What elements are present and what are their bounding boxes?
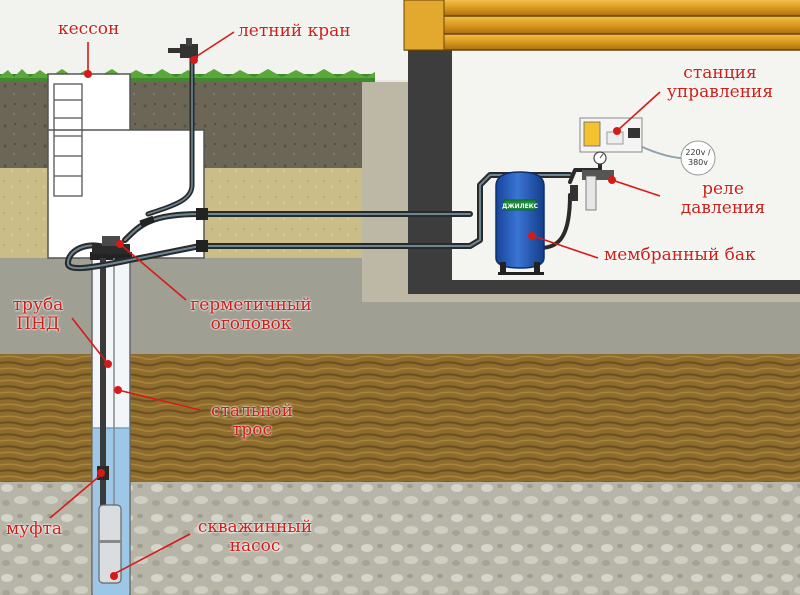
pointer-dot bbox=[84, 70, 92, 78]
basement-wall-left bbox=[408, 30, 452, 288]
pipe-connector bbox=[196, 208, 208, 220]
pointer-dot bbox=[613, 127, 621, 135]
label-pressure-relay: реле давления bbox=[666, 180, 780, 218]
label-membrane-tank-text: мембранный бак bbox=[604, 245, 756, 265]
label-summer-tap-text: летний кран bbox=[238, 21, 351, 41]
sealed-wellhead bbox=[92, 236, 130, 254]
label-control-station: станция управления bbox=[658, 64, 782, 102]
caisson-ladder bbox=[53, 83, 83, 197]
label-hdpe-pipe-line1: труба bbox=[12, 295, 64, 315]
label-coupling: муфта bbox=[6, 520, 62, 539]
label-steel-cable: стальной трос bbox=[200, 402, 304, 440]
pipe-connector bbox=[139, 215, 155, 228]
label-sealed-head-line2: оголовок bbox=[210, 314, 292, 334]
log-wall bbox=[403, 0, 800, 51]
label-sealed-head: герметичный оголовок bbox=[186, 296, 316, 334]
label-well-pump: скважинный насос bbox=[188, 518, 322, 556]
pipe-connector bbox=[196, 240, 208, 252]
pointer-dot bbox=[110, 572, 118, 580]
clay-layer bbox=[0, 354, 800, 482]
label-caisson: кессон bbox=[58, 20, 119, 39]
label-steel-cable-line2: трос bbox=[231, 420, 273, 440]
tank-brand-plate bbox=[503, 199, 537, 211]
label-membrane-tank: мембранный бак bbox=[604, 246, 756, 265]
control-station bbox=[579, 117, 643, 153]
well-pump bbox=[98, 504, 122, 584]
label-control-station-line1: станция bbox=[683, 63, 757, 83]
basement-floor bbox=[408, 280, 800, 294]
label-control-station-line2: управления bbox=[666, 82, 774, 102]
pointer-dot bbox=[528, 232, 536, 240]
pointer-dot bbox=[97, 469, 105, 477]
pointer-dot bbox=[190, 56, 198, 64]
pointer-dot bbox=[114, 386, 122, 394]
voltage-label-1: 220v / bbox=[685, 148, 711, 157]
pointer-dot bbox=[104, 360, 112, 368]
pressure-relay bbox=[570, 151, 614, 211]
label-steel-cable-line1: стальной bbox=[210, 401, 293, 421]
pointer-dots bbox=[84, 56, 621, 580]
pointer-dot bbox=[608, 176, 616, 184]
label-well-pump-line1: скважинный bbox=[197, 517, 313, 537]
label-caisson-text: кессон bbox=[58, 19, 120, 39]
label-pressure-relay-line2: давления bbox=[680, 198, 766, 218]
hdpe-pipe-in-well bbox=[100, 258, 106, 508]
label-summer-tap: летний кран bbox=[238, 22, 351, 41]
grass-strip bbox=[0, 74, 375, 84]
voltage-label-2: 380v bbox=[688, 158, 708, 167]
label-coupling-text: муфта bbox=[6, 519, 63, 539]
well-casing bbox=[90, 252, 132, 595]
label-pressure-relay-line1: реле bbox=[702, 179, 744, 199]
leader-lines bbox=[49, 31, 661, 575]
tank-brand-text: ДЖИЛЕКС bbox=[502, 203, 539, 210]
label-sealed-head-line1: герметичный bbox=[190, 295, 312, 315]
summer-tap bbox=[168, 38, 198, 58]
gravel-aquifer-layer bbox=[0, 482, 800, 595]
label-hdpe-pipe: труба ПНД bbox=[6, 296, 70, 334]
membrane-tank: ДЖИЛЕКС bbox=[495, 171, 545, 275]
label-well-pump-line2: насос bbox=[229, 536, 281, 556]
pointer-dot bbox=[116, 240, 124, 248]
power-socket: 220v / 380v bbox=[680, 140, 716, 176]
label-hdpe-pipe-line2: ПНД bbox=[16, 314, 60, 334]
